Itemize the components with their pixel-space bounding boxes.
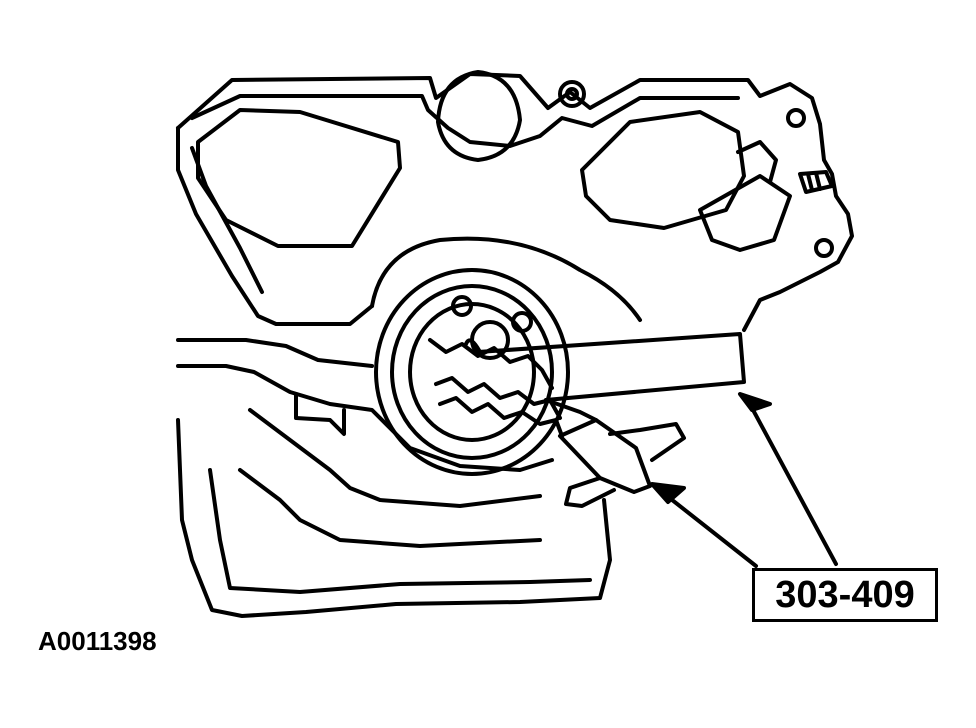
- crank-holding-tool: [428, 332, 746, 508]
- tool-number-callout: 303-409: [752, 568, 938, 622]
- oil-pan: [176, 338, 612, 618]
- figure-id-label: A0011398: [38, 626, 157, 656]
- block-cavities: [196, 108, 792, 252]
- crank-seal-rings: [370, 236, 642, 476]
- leader-arrows: [650, 392, 838, 568]
- upper-bosses: [436, 70, 834, 258]
- tool-number-text: 303-409: [775, 573, 915, 616]
